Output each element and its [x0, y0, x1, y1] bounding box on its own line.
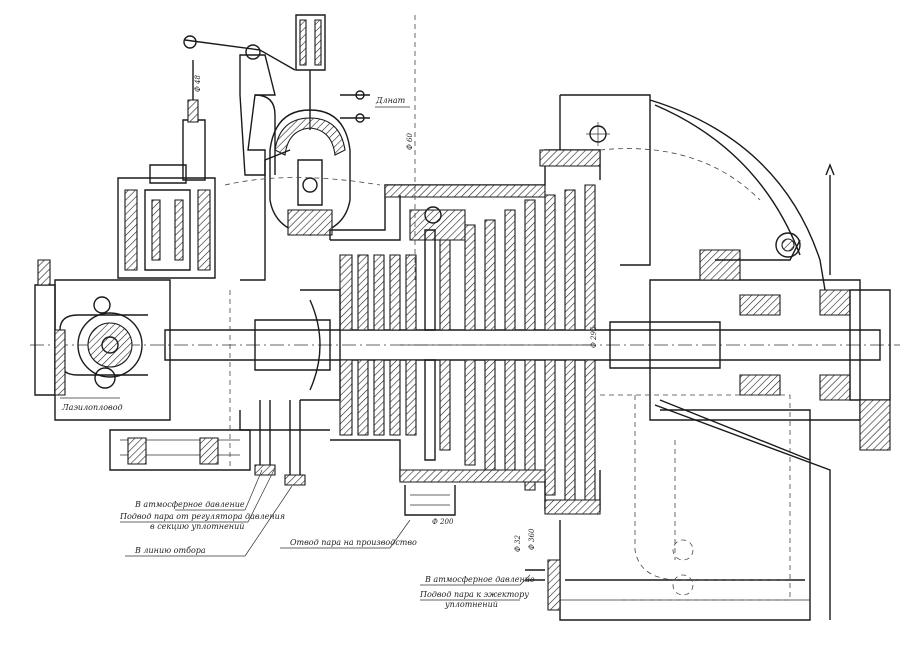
lower-pipework [254, 400, 545, 581]
rotor-shaft [164, 319, 881, 371]
label-ejector-steam-sub: уплотнений [444, 600, 498, 609]
dim-pipe-small: Ф 32 [514, 535, 522, 552]
rotor-stages [300, 184, 596, 506]
rear-bearing-housing [649, 232, 891, 451]
lever-bracket [239, 54, 276, 176]
front-bearing-housing [34, 259, 171, 421]
dim-casing: Ф 360 [528, 528, 536, 550]
dim-flange: Ф 200 [432, 518, 454, 526]
governor-column [117, 35, 296, 279]
label-process-steam: Отвод пара на производство [290, 538, 417, 547]
exhaust-hood [559, 94, 835, 291]
label-atmosphere-1: В атмосферное давление [134, 500, 245, 509]
label-left-pipe: Лаэилопловод [61, 403, 123, 412]
hidden-outlines [224, 15, 791, 601]
label-extraction-line: В линию отбора [134, 546, 206, 555]
label-atmosphere-2: В атмосферное давление [424, 575, 535, 584]
label-steam-supply-sub: в секцию уплотнений [150, 522, 244, 531]
dim-shaft-front: Ф 60 [406, 133, 414, 150]
label-ejector-steam: Подвод пара к эжектору [419, 590, 529, 599]
label-top-right: Длнат [375, 96, 406, 105]
turbine-casing-lower [239, 410, 601, 516]
label-steam-supply: Подвод пара от регулятора давления [119, 512, 285, 521]
dim-governor: Ф 48 [194, 75, 202, 92]
bearing-base-left [109, 429, 251, 471]
dim-shaft-rear: Ф 295 [590, 326, 598, 348]
leader-lines [60, 106, 531, 601]
steam-control-valve [269, 14, 370, 236]
turbine-casing-upper [240, 149, 601, 281]
